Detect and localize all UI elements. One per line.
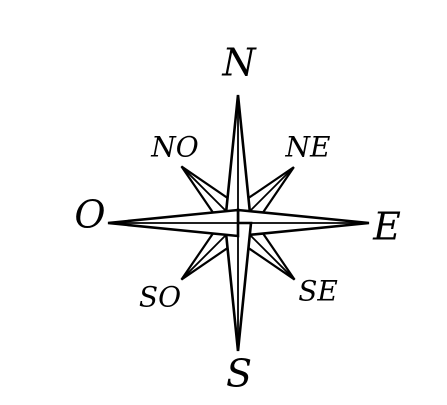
- label-southwest: SO: [139, 281, 181, 314]
- label-west: O: [74, 193, 105, 237]
- label-east: E: [372, 205, 401, 249]
- label-south: S: [226, 352, 252, 396]
- label-north: N: [221, 41, 257, 85]
- label-northwest: NO: [150, 131, 199, 164]
- label-southeast: SE: [298, 275, 338, 308]
- label-northeast: NE: [285, 131, 331, 164]
